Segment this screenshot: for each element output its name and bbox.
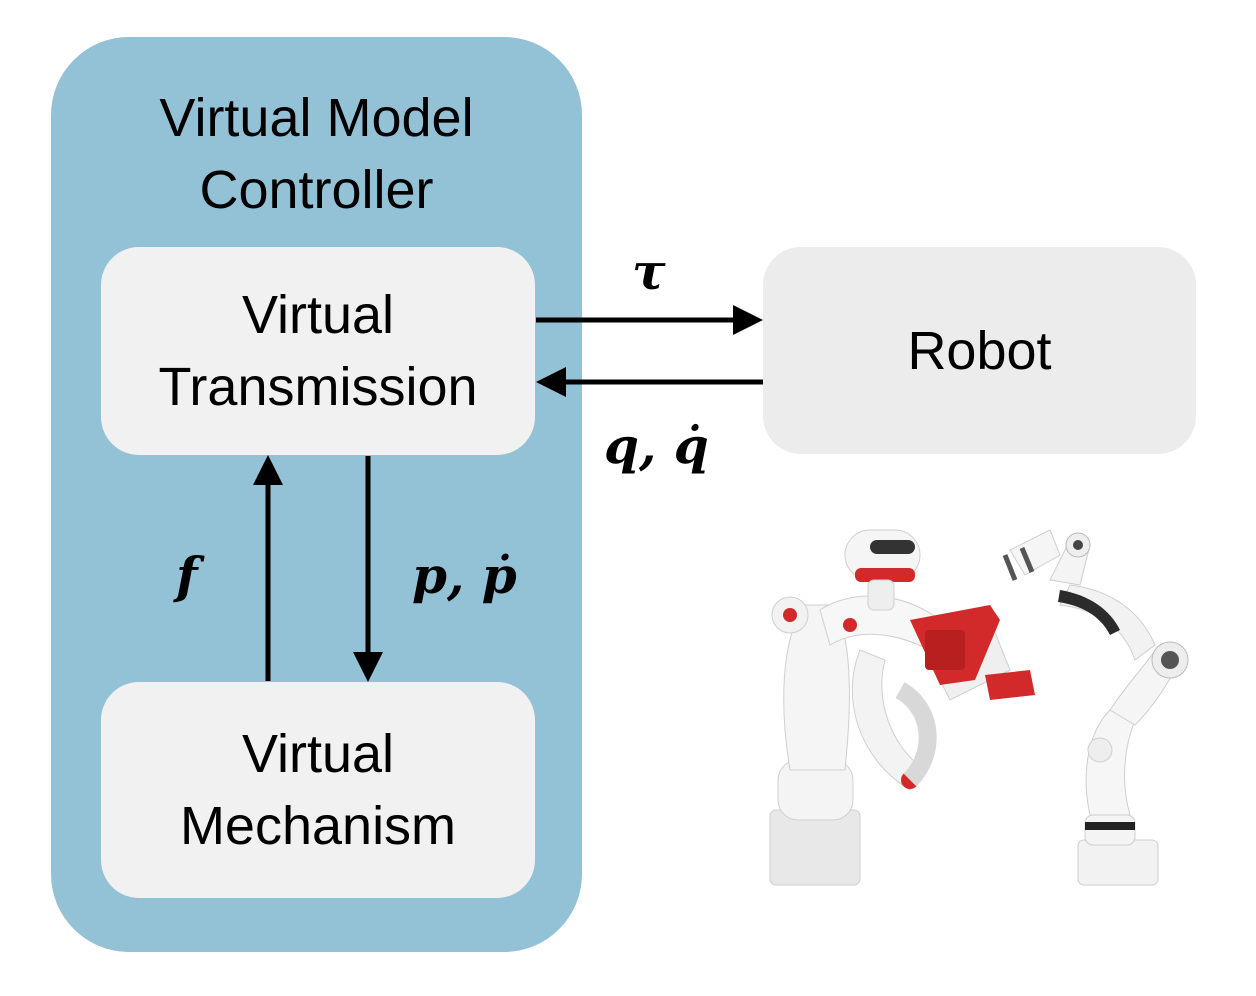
robot-label: Robot — [907, 320, 1052, 381]
virtual-transmission-block: Virtual Transmission — [101, 247, 535, 455]
controller-title-line2: Controller — [199, 160, 434, 220]
virtual-transmission-line1: Virtual — [241, 285, 395, 345]
robot-arms-illustration — [769, 529, 1189, 886]
virtual-mechanism-line1: Virtual — [241, 724, 395, 784]
robot-arm-icon — [1002, 529, 1189, 886]
pose-symbol: p, ṗ — [412, 546, 517, 605]
virtual-mechanism-line2: Mechanism — [179, 796, 457, 856]
virtual-transmission-line2: Transmission — [158, 357, 478, 417]
virtual-mechanism-block: Virtual Mechanism — [101, 682, 535, 898]
humanoid-robot-icon — [769, 529, 1035, 886]
robot-block: Robot — [763, 247, 1196, 454]
force-symbol: f — [176, 546, 198, 605]
controller-title: Virtual Model Controller — [51, 82, 582, 226]
controller-title-line1: Virtual Model — [159, 88, 474, 148]
torque-symbol: τ — [632, 242, 666, 301]
joint-state-symbol: q, q̇ — [604, 416, 709, 475]
